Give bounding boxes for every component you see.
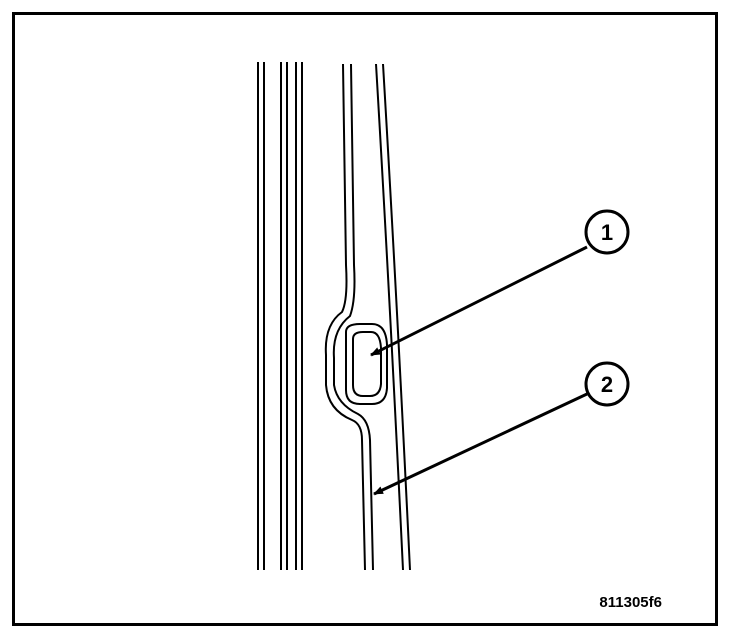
leader-line-1 [370,245,588,357]
callout-1-circle [584,209,630,255]
callout-2-label: 2 [601,372,613,397]
figure-code: 811305f6 [599,594,662,611]
callout-1-label: 1 [601,220,613,245]
leader-line-2 [373,392,588,496]
figure-frame [12,12,718,626]
callout-2: 2 [584,361,630,407]
left-pillar-lines [257,62,303,570]
right-pillar-lines [324,63,411,571]
callout-1: 1 [584,209,630,255]
callout-2-circle [584,361,630,407]
